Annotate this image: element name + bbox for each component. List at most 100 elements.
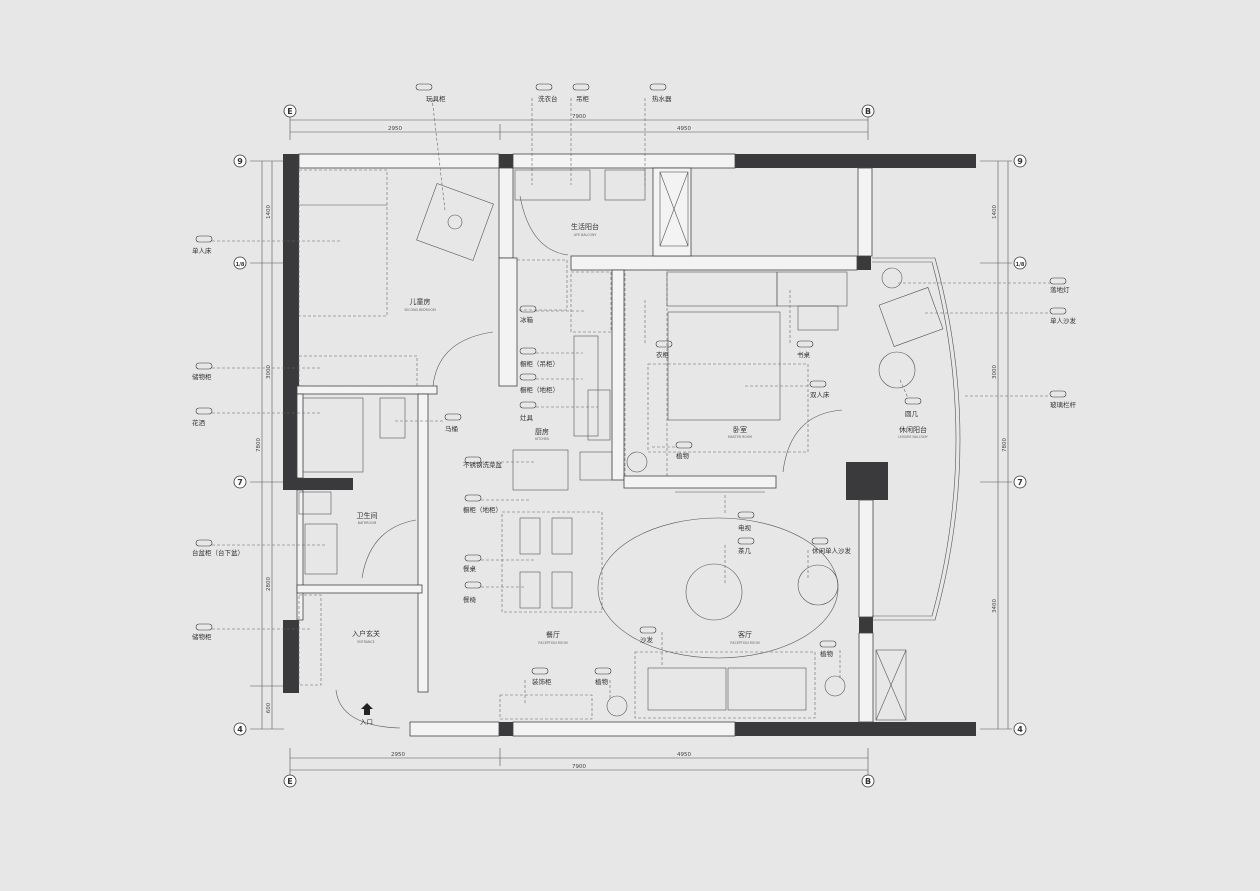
svg-text:4: 4 — [237, 725, 243, 734]
tag-glass-railing: 玻璃栏杆 — [965, 390, 1077, 409]
svg-text:9: 9 — [237, 157, 243, 166]
svg-text:生活阳台: 生活阳台 — [571, 222, 599, 231]
room-bathroom: 卫生间 BATHROOM — [357, 511, 378, 525]
dim-top-total: 7900 — [572, 114, 586, 120]
svg-text:植物: 植物 — [676, 451, 690, 460]
svg-text:B: B — [865, 107, 871, 116]
svg-text:ENTRANCE: ENTRANCE — [357, 640, 374, 644]
svg-text:E: E — [287, 107, 292, 116]
svg-text:客厅: 客厅 — [738, 630, 752, 639]
svg-text:4: 4 — [1017, 725, 1023, 734]
dim-right-seg-2: 3000 — [992, 365, 998, 379]
tag-sofa: 沙发 — [639, 626, 663, 665]
dim-left-seg-1: 1400 — [266, 205, 272, 219]
svg-text:餐椅: 餐椅 — [463, 595, 477, 604]
tag-fridge: 冰箱 — [519, 305, 585, 324]
svg-text:衣柜: 衣柜 — [656, 350, 670, 359]
svg-text:不锈钢洗菜盆: 不锈钢洗菜盆 — [463, 460, 503, 469]
svg-text:热水器: 热水器 — [652, 94, 672, 103]
svg-text:1/8: 1/8 — [236, 262, 245, 268]
svg-text:沙发: 沙发 — [640, 635, 654, 644]
dim-left-total: 7800 — [256, 438, 262, 452]
grid-bubble-right-4: 4 — [1013, 722, 1027, 736]
svg-text:植物: 植物 — [595, 677, 609, 686]
tag-single-sofa: 单人沙发 — [925, 307, 1077, 325]
tag-shower: 花洒 — [192, 407, 320, 427]
grid-bubble-left-4: 4 — [233, 722, 247, 736]
grid-bubble-top-b: B — [861, 104, 875, 118]
tag-hanger: 吊柜 — [570, 83, 590, 185]
svg-text:儿童房: 儿童房 — [410, 297, 431, 306]
walls — [283, 153, 976, 737]
tag-toilet: 马桶 — [395, 413, 462, 433]
dim-bottom-seg-1: 2950 — [391, 752, 405, 758]
tag-floor-cabinet: 橱柜（地柜） — [519, 373, 583, 394]
dim-right-total: 7800 — [1002, 438, 1008, 452]
tag-single-bed: 单人床 — [192, 235, 340, 255]
room-master: 卧室 MASTER ROOM — [728, 425, 752, 439]
dim-left-seg-3: 2800 — [266, 577, 272, 591]
tag-tv: 电视 — [724, 495, 755, 532]
balcony-curve — [872, 257, 961, 621]
entry-marker: 入口 — [360, 703, 373, 726]
svg-text:RECEPTION ROOM: RECEPTION ROOM — [538, 641, 567, 645]
tag-wall-cabinet: 橱柜（吊柜） — [519, 347, 583, 368]
tag-plant-bed: 植物 — [652, 441, 693, 460]
dim-top-seg-2: 4950 — [677, 126, 691, 132]
tag-storage-left: 储物柜 — [192, 362, 320, 381]
svg-text:玻璃栏杆: 玻璃栏杆 — [1050, 400, 1077, 409]
dim-left-seg-2: 3000 — [266, 365, 272, 379]
dim-right-seg-1: 1400 — [992, 205, 998, 219]
tag-storage-entry: 储物柜 — [192, 623, 310, 641]
dim-right-seg-3: 3400 — [992, 599, 998, 613]
svg-text:休闲单人沙发: 休闲单人沙发 — [812, 546, 852, 555]
tag-toy-shelf: 玩具柜 — [415, 83, 446, 211]
tag-tea-table: 茶几 — [724, 537, 755, 585]
furniture — [298, 169, 944, 721]
svg-text:卫生间: 卫生间 — [357, 511, 378, 520]
svg-text:单人沙发: 单人沙发 — [1050, 316, 1077, 325]
grid-bubble-bottom-e: E — [283, 774, 297, 788]
room-living: 客厅 RECEPTION ROOM — [730, 630, 759, 645]
dim-bottom-seg-2: 4950 — [677, 752, 691, 758]
dim-left-seg-4: 600 — [266, 702, 272, 713]
svg-text:橱柜（吊柜）: 橱柜（吊柜） — [520, 359, 559, 368]
svg-text:橱柜（地柜）: 橱柜（地柜） — [463, 505, 502, 514]
svg-text:B: B — [865, 777, 871, 786]
svg-text:灶具: 灶具 — [520, 413, 534, 422]
tag-display-cabinet: 装饰柜 — [524, 667, 552, 705]
svg-text:休闲阳台: 休闲阳台 — [899, 425, 927, 434]
tag-sink: 不锈钢洗菜盆 — [463, 456, 535, 469]
tag-vanity: 台盆柜（台下盆） — [192, 539, 325, 557]
svg-text:KITCHEN: KITCHEN — [535, 437, 549, 441]
tag-dining-chair: 餐椅 — [463, 581, 525, 604]
grid-bubble-bottom-b: B — [861, 774, 875, 788]
svg-text:9: 9 — [1017, 157, 1023, 166]
dim-top-seg-1: 2950 — [388, 126, 402, 132]
tag-plant-living: 植物 — [819, 640, 841, 680]
grid-bubble-right-1-8: 1/8 — [1013, 256, 1027, 270]
dim-bottom-total: 7900 — [572, 764, 586, 770]
svg-text:LEISURE BALCONY: LEISURE BALCONY — [898, 435, 928, 439]
room-kitchen: 厨房 KITCHEN — [535, 427, 550, 441]
tag-washbasin: 洗衣台 — [531, 83, 558, 185]
svg-text:SECOND BEDROOM: SECOND BEDROOM — [404, 308, 436, 312]
svg-text:玩具柜: 玩具柜 — [426, 94, 446, 103]
doors — [335, 195, 843, 729]
svg-text:7: 7 — [1017, 478, 1023, 487]
tag-desk: 书桌 — [789, 290, 814, 359]
tag-floor-cabinet-2: 橱柜（地柜） — [463, 494, 530, 514]
grid-bubble-top-e: E — [283, 104, 297, 118]
tag-side-table: 圆几 — [899, 379, 922, 418]
svg-text:植物: 植物 — [820, 649, 834, 658]
svg-text:花洒: 花洒 — [192, 418, 206, 427]
room-life-balcony: 生活阳台 LIFE BALCONY — [571, 222, 599, 237]
svg-text:落地灯: 落地灯 — [1050, 285, 1070, 294]
svg-text:餐厅: 餐厅 — [546, 630, 560, 639]
grid-bubble-right-7: 7 — [1013, 475, 1027, 489]
svg-text:7: 7 — [237, 478, 243, 487]
svg-text:餐桌: 餐桌 — [463, 564, 477, 573]
svg-text:MASTER ROOM: MASTER ROOM — [728, 435, 752, 439]
svg-text:入户玄关: 入户玄关 — [352, 629, 380, 638]
